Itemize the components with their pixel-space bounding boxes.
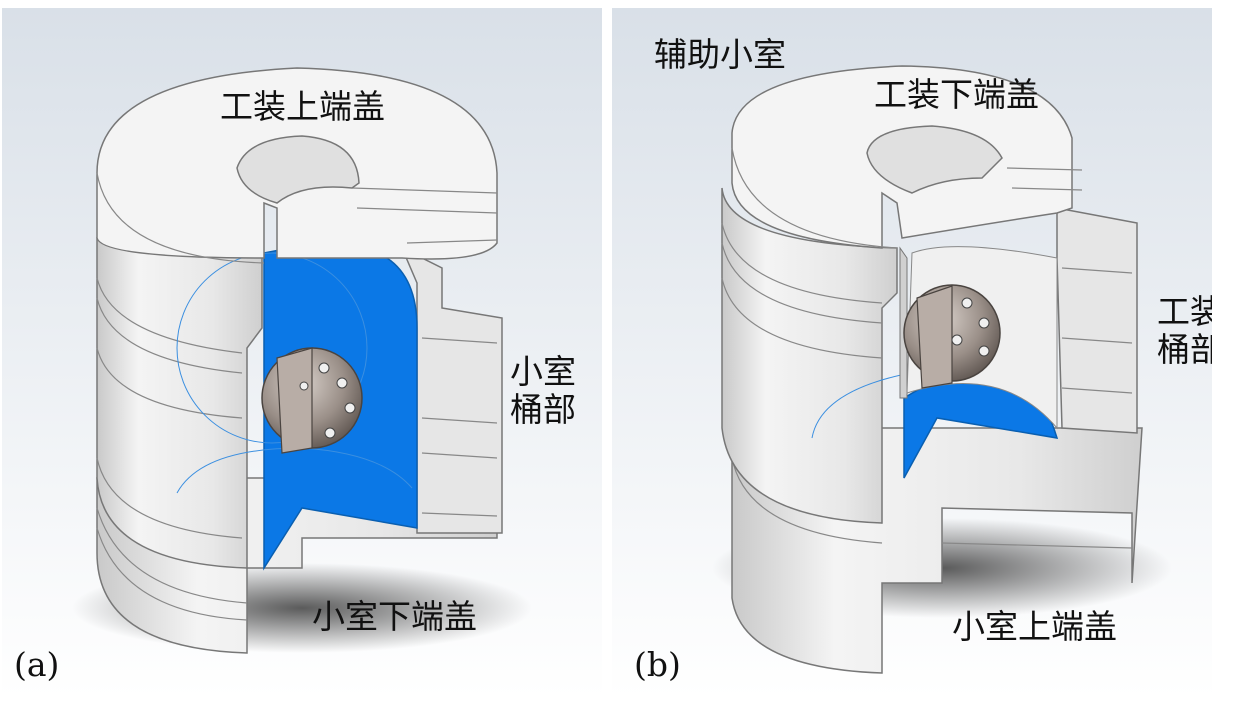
assembly-drawing-a: [2, 8, 602, 698]
label-barrel: 小室 桶部: [510, 353, 576, 429]
label-bottom-cover: 小室下端盖: [312, 597, 477, 636]
top-hole: [236, 135, 360, 204]
label-bottom-cover: 工装下端盖: [874, 75, 1039, 114]
label-barrel-line1: 工装: [1157, 292, 1212, 331]
panel-b: 辅助小室 工装下端盖 工装 桶部 小室上端盖 (b): [612, 8, 1212, 698]
label-barrel: 工装 桶部: [1157, 293, 1212, 369]
right-wall: [1056, 207, 1138, 434]
label-barrel-line1: 小室: [510, 352, 576, 391]
panel-a: 工装上端盖 小室 桶部 小室下端盖 (a): [2, 8, 602, 698]
label-barrel-line2: 桶部: [510, 389, 576, 429]
barrel-body: [96, 237, 263, 569]
panel-tag-a: (a): [14, 645, 60, 684]
barrel-body: [721, 187, 898, 524]
label-barrel-line2: 桶部: [1157, 329, 1212, 369]
label-top-cover: 小室上端盖: [952, 607, 1117, 646]
label-top-cover: 工装上端盖: [220, 87, 385, 126]
top-hole: [866, 125, 1003, 194]
assembly-drawing-b: [612, 8, 1212, 698]
label-aux-chamber: 辅助小室: [654, 35, 786, 74]
panel-tag-b: (b): [634, 645, 681, 684]
inner-outline: [176, 252, 368, 444]
